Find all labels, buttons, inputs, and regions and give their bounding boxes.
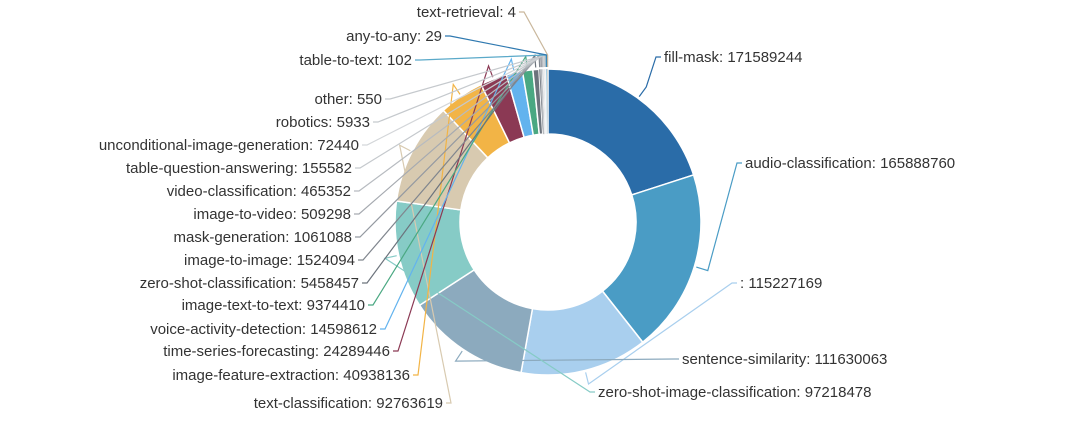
leader-line-table-to-text: [415, 54, 547, 68]
leader-line-image-to-image: [358, 53, 541, 261]
slice-fill-mask[interactable]: [547, 68, 695, 196]
data-label-mask-generation: mask-generation: 1061088: [174, 229, 352, 246]
data-label-sentence-similarity: sentence-similarity: 111630063: [682, 351, 887, 368]
leader-line-unconditional-image-generation: [362, 54, 545, 146]
data-label-fill-mask: fill-mask: 171589244: [664, 49, 802, 66]
leader-line-mask-generation: [355, 53, 542, 238]
data-label-image-to-image: image-to-image: 1524094: [184, 252, 355, 269]
leader-line-unlabeled: [585, 282, 737, 386]
leader-line-other: [385, 54, 547, 100]
data-label-video-classification: video-classification: 465352: [167, 183, 351, 200]
data-label-any-to-any: any-to-any: 29: [346, 28, 442, 45]
leader-line-image-to-video: [354, 53, 543, 215]
slice-text-retrieval[interactable]: [547, 68, 549, 135]
leader-line-video-classification: [354, 53, 544, 192]
data-label-voice-activity-detection: voice-activity-detection: 14598612: [150, 321, 377, 338]
data-label-audio-classification: audio-classification: 165888760: [745, 155, 955, 172]
leader-line-sentence-similarity: [454, 350, 679, 362]
leader-line-fill-mask: [638, 56, 661, 98]
data-label-unconditional-image-generation: unconditional-image-generation: 72440: [99, 137, 359, 154]
data-label-image-to-video: image-to-video: 509298: [193, 206, 351, 223]
leader-line-robotics: [373, 54, 546, 123]
data-label-table-to-text: table-to-text: 102: [299, 52, 412, 69]
data-label-robotics: robotics: 5933: [276, 114, 370, 131]
data-label-image-feature-extraction: image-feature-extraction: 40938136: [172, 367, 410, 384]
leader-line-text-classification: [398, 144, 452, 404]
slice-audio-classification[interactable]: [601, 173, 702, 344]
data-label-image-text-to-text: image-text-to-text: 9374410: [182, 297, 365, 314]
data-label-other: other: 550: [314, 91, 382, 108]
leader-line-time-series-forecasting: [393, 64, 494, 352]
leader-line-zero-shot-image-classification: [383, 255, 595, 393]
data-label-unlabeled: : 115227169: [740, 275, 822, 292]
leader-line-voice-activity-detection: [380, 57, 515, 330]
data-label-zero-shot-image-classification: zero-shot-image-classification: 97218478: [598, 384, 871, 401]
data-label-zero-shot-classification: zero-shot-classification: 5458457: [140, 275, 359, 292]
leader-line-any-to-any: [445, 35, 548, 68]
leader-line-text-retrieval: [519, 11, 549, 68]
data-label-text-classification: text-classification: 92763619: [254, 395, 443, 412]
leader-line-zero-shot-classification: [362, 53, 537, 284]
leader-line-audio-classification: [696, 162, 742, 272]
data-label-time-series-forecasting: time-series-forecasting: 24289446: [163, 343, 390, 360]
leader-line-image-feature-extraction: [413, 82, 461, 376]
leader-line-table-question-answering: [355, 54, 545, 169]
data-label-text-retrieval: text-retrieval: 4: [417, 4, 516, 21]
data-label-table-question-answering: table-question-answering: 155582: [126, 160, 352, 177]
